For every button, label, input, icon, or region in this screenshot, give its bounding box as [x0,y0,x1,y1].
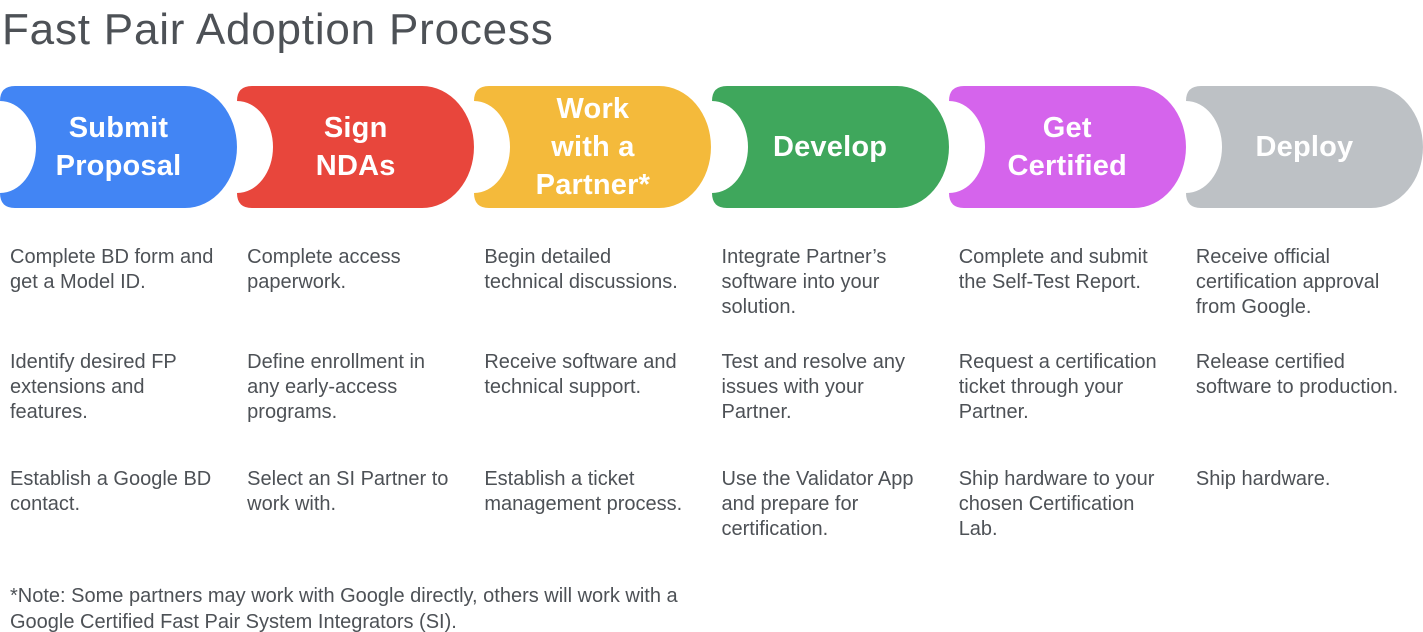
process-step: Deploy [1185,86,1423,208]
process-step: Work with a Partner* [474,86,712,208]
step-shape [948,86,1186,208]
task-column: Begin detailed technical discussions. Rec… [474,245,711,583]
page-title: Fast Pair Adoption Process [2,5,554,54]
step-label: Develop [712,86,949,208]
task-text: Complete and submit the Self-Test Report… [958,246,1148,293]
step-shape [711,86,949,208]
step-label-line: Certified [1007,150,1127,182]
task-text: Integrate Partner’s software into your s… [721,246,887,318]
task-text: Define enrollment in any early-access pr… [247,351,426,423]
step-shape [0,86,237,208]
step-label-line: with a [551,131,635,163]
task-text: Select an SI Partner to work with. [247,468,449,515]
step-label-line: Deploy [1255,131,1354,163]
task-text: Receive official certification approval … [1195,246,1380,318]
step-label-line: Sign [323,112,388,144]
task-text: Establish a Google BD contact. [10,468,212,515]
task-column: Complete BD form and get a Model ID. Iden… [0,245,237,583]
task-text: Ship hardware. [1195,468,1331,490]
task-text: Complete access paperwork. [247,246,401,293]
tasks-grid: Complete BD form and get a Model ID. Iden… [0,245,1423,583]
process-step: Develop [711,86,949,208]
step-label-line: Work [556,93,630,125]
task-column: Complete and submit the Self-Test Report… [949,245,1186,583]
step-label-line: Develop [772,131,888,163]
task-text: Release certified software to production… [1195,351,1399,398]
step-shape [1185,86,1423,208]
task-column: Receive official certification approval … [1186,245,1423,583]
task-column: Complete access paperwork. Define enrollm… [237,245,474,583]
step-label-line: Submit [68,112,169,144]
task-text: Use the Validator App and prepare for ce… [721,468,914,540]
step-label: Deploy [1186,86,1423,208]
step-shape [237,86,475,208]
step-shape [474,86,712,208]
step-label-line: Partner* [535,169,651,201]
task-column: Integrate Partner’s software into your s… [712,245,949,583]
step-label-line: Proposal [55,150,182,182]
task-text: Complete BD form and get a Model ID. [10,246,214,293]
task-text: Begin detailed technical discussions. [484,246,678,293]
step-label-line: Get [1042,112,1092,144]
step-label-line: NDAs [315,150,396,182]
task-text: Request a certification ticket through y… [958,351,1157,423]
task-text: Test and resolve any issues with your Pa… [721,351,905,423]
task-text: Receive software and technical support. [484,351,677,398]
task-text: Ship hardware to your chosen Certificati… [958,468,1155,540]
step-label: Work with a Partner* [474,86,711,208]
task-text: Establish a ticket management process. [484,468,683,515]
task-text: Identify desired FP extensions and featu… [10,351,177,423]
footnote: *Note: Some partners may work with Googl… [10,585,678,632]
